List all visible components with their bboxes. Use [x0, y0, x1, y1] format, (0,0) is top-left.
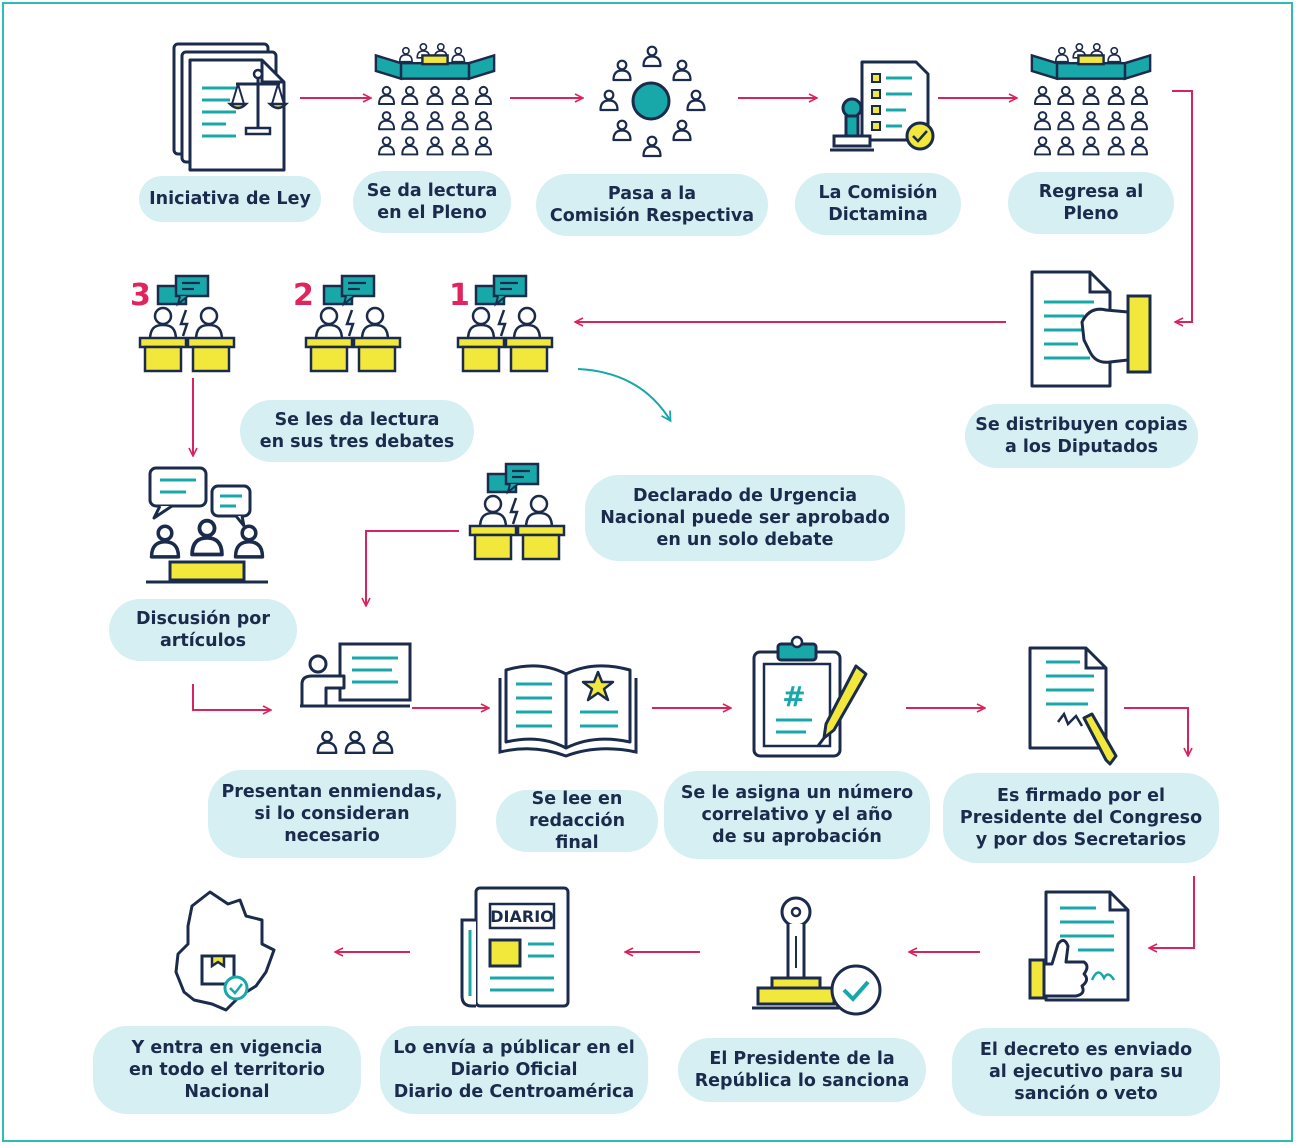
debate-number-2: 2: [293, 278, 314, 313]
plenary-return-icon: [1032, 44, 1150, 155]
newspaper-label: DIARIO: [490, 907, 554, 926]
law-document-icon: [172, 42, 290, 172]
urgency-curve-arrow: [577, 368, 672, 423]
step-lectura-pleno: Se da lectura en el Pleno: [353, 171, 511, 233]
step-numero: Se le asigna un número correlativo y el …: [664, 771, 930, 859]
debate-number-3: 3: [130, 278, 151, 313]
debate-icon-2: [304, 274, 402, 373]
step-copias: Se distribuyen copias a los Diputados: [965, 404, 1198, 468]
discussion-icon: [146, 466, 268, 584]
step-urgencia: Declarado de Urgencia Nacional puede ser…: [585, 475, 905, 561]
step-vigencia: Y entra en vigencia en todo el territori…: [93, 1026, 361, 1114]
dictamen-icon: [830, 60, 935, 152]
commission-icon: [599, 45, 706, 158]
step-firmado: Es firmado por el Presidente del Congres…: [943, 773, 1219, 863]
final-reading-book-icon: [498, 664, 638, 758]
amendment-presentation-icon: [300, 642, 412, 755]
step-comision: Pasa a la Comisión Respectiva: [536, 174, 768, 236]
step-iniciativa: Iniciativa de Ley: [139, 176, 321, 222]
step-decreto-enviado: El decreto es enviado al ejecutivo para …: [952, 1028, 1220, 1116]
map-territory-icon: [174, 890, 276, 1012]
plenary-icon: [376, 44, 494, 155]
step-discusion: Discusión por artículos: [109, 599, 297, 661]
step-regresa-pleno: Regresa al Pleno: [1008, 172, 1174, 234]
debate-icon-1: [456, 274, 554, 373]
step-dictamina: La Comisión Dictamina: [795, 173, 961, 235]
signed-document-icon: [1028, 646, 1118, 766]
connectors: [193, 90, 1195, 952]
debate-icon-urgency: [468, 462, 566, 561]
clipboard-number-icon: #: [752, 635, 868, 758]
distribute-copies-icon: [1030, 270, 1152, 388]
step-publicar: Lo envía a públicar en el Diario Oficial…: [380, 1026, 648, 1114]
step-redaccion-final: Se lee en redacción final: [496, 789, 658, 853]
debate-number-1: 1: [449, 278, 470, 313]
debate-icon-3: [138, 274, 236, 373]
step-enmiendas: Presentan enmiendas, si lo consideran ne…: [208, 770, 456, 858]
newspaper-icon: DIARIO: [460, 886, 570, 1008]
step-sanciona: El Presidente de la República lo sancion…: [678, 1038, 926, 1102]
step-tres-debates: Se les da lectura en sus tres debates: [240, 400, 474, 462]
number-symbol: #: [782, 680, 805, 713]
decree-approval-icon: [1028, 890, 1130, 1002]
sanction-stamp-icon: [752, 896, 882, 1016]
